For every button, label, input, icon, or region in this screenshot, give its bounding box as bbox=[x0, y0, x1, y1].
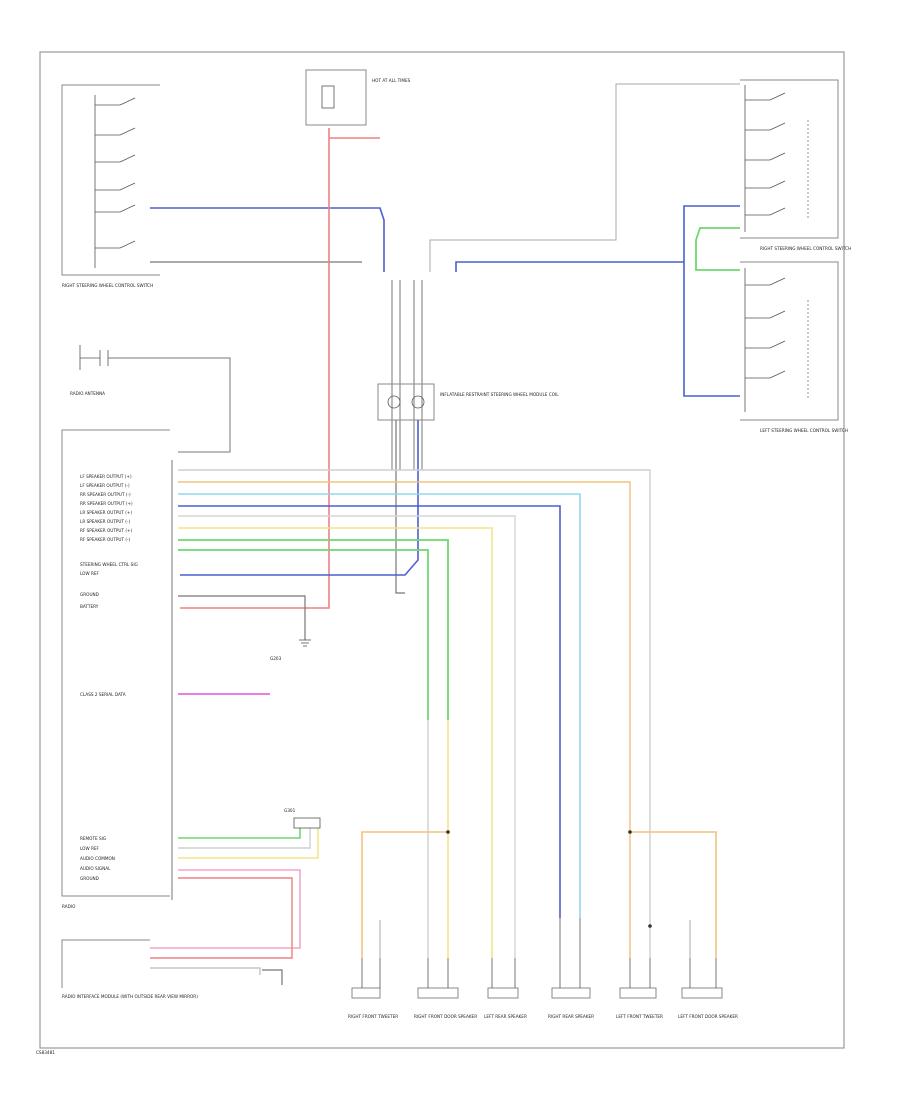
steering-switch-lower-right: LEFT STEERING WHEEL CONTROL SWITCH bbox=[740, 261, 848, 433]
svg-text:RIGHT REAR SPEAKER: RIGHT REAR SPEAKER bbox=[548, 1014, 594, 1019]
wire-green-lower bbox=[178, 828, 301, 839]
clockspring-label: INFLATABLE RESTRAINT STEERING WHEEL MODU… bbox=[440, 392, 559, 397]
speaker-lf-door: LEFT FRONT DOOR SPEAKER bbox=[678, 987, 738, 1019]
wire-red-battery bbox=[180, 128, 330, 609]
wire-ground-black bbox=[178, 595, 306, 640]
svg-text:GROUND: GROUND bbox=[80, 876, 99, 881]
wire-gray-lr-plus bbox=[178, 515, 516, 958]
speaker-rr: RIGHT REAR SPEAKER bbox=[548, 987, 594, 1019]
steering-switch-top-right: RIGHT STEERING WHEEL CONTROL SWITCH bbox=[740, 79, 851, 251]
wire-blue-rr-plus bbox=[178, 505, 561, 918]
speaker-rf-tweeter: RIGHT FRONT TWEETER bbox=[348, 987, 398, 1019]
fuse-block: HOT AT ALL TIMES bbox=[305, 69, 411, 126]
wire-red-lower bbox=[150, 877, 293, 959]
steering-switch-top-right-label: RIGHT STEERING WHEEL CONTROL SWITCH bbox=[760, 246, 851, 251]
svg-text:STEERING WHEEL CTRL SIG: STEERING WHEEL CTRL SIG bbox=[80, 562, 138, 567]
svg-text:REMOTE SIG: REMOTE SIG bbox=[80, 836, 106, 841]
svg-text:LOW REF: LOW REF bbox=[80, 846, 100, 851]
svg-text:RADIO INTERFACE MODULE (WITH O: RADIO INTERFACE MODULE (WITH OUTSIDE REA… bbox=[62, 994, 198, 999]
svg-text:BATTERY: BATTERY bbox=[80, 604, 99, 609]
svg-text:LF SPEAKER OUTPUT (-): LF SPEAKER OUTPUT (-) bbox=[80, 483, 130, 488]
wire-yellow-lr-minus bbox=[178, 527, 493, 958]
wire-black-clock bbox=[395, 420, 405, 594]
wire-black-interface bbox=[262, 969, 283, 985]
svg-text:G301: G301 bbox=[284, 808, 296, 813]
wire-blue-right bbox=[683, 205, 740, 397]
wire-gray-interface bbox=[150, 967, 261, 975]
wire-orange-rf-tweeter bbox=[361, 831, 448, 958]
wire-tan-lf-minus bbox=[178, 481, 631, 958]
wire-green-right bbox=[695, 227, 740, 271]
svg-text:G203: G203 bbox=[270, 656, 282, 661]
svg-text:AUDIO COMMON: AUDIO COMMON bbox=[80, 856, 115, 861]
wire-green-rf-plus bbox=[178, 539, 449, 720]
svg-text:RR SPEAKER OUTPUT (+): RR SPEAKER OUTPUT (+) bbox=[80, 501, 133, 506]
steering-switch-top-left: RIGHT STEERING WHEEL CONTROL SWITCH bbox=[61, 84, 160, 288]
speaker-rf-door: RIGHT FRONT DOOR SPEAKER bbox=[414, 987, 477, 1019]
antenna-label: RADIO ANTENNA bbox=[70, 391, 105, 396]
wire-lightblue-rr bbox=[178, 493, 581, 918]
svg-text:RF SPEAKER OUTPUT (+): RF SPEAKER OUTPUT (+) bbox=[80, 528, 133, 533]
svg-text:LF SPEAKER OUTPUT (+): LF SPEAKER OUTPUT (+) bbox=[80, 474, 132, 479]
svg-text:HOT AT ALL TIMES: HOT AT ALL TIMES bbox=[372, 78, 411, 83]
speaker-lr: LEFT REAR SPEAKER bbox=[484, 987, 527, 1019]
wire-green-rf-minus bbox=[178, 549, 429, 720]
wire-blue-right-mid bbox=[455, 261, 684, 272]
svg-text:RF SPEAKER OUTPUT (-): RF SPEAKER OUTPUT (-) bbox=[80, 537, 131, 542]
steering-switch-lower-right-label: LEFT STEERING WHEEL CONTROL SWITCH bbox=[760, 428, 848, 433]
wire-yellow-lower bbox=[178, 828, 319, 859]
wire-pink-lower bbox=[150, 869, 301, 949]
wire-gray-top bbox=[429, 83, 740, 272]
radio-label: RADIO bbox=[62, 904, 76, 909]
svg-text:LOW REF: LOW REF bbox=[80, 571, 100, 576]
radio-interface-module: RADIO INTERFACE MODULE (WITH OUTSIDE REA… bbox=[61, 939, 198, 999]
splice-dots bbox=[446, 830, 652, 928]
svg-text:LR SPEAKER OUTPUT (+): LR SPEAKER OUTPUT (+) bbox=[80, 510, 132, 515]
wire-gray-lf-plus bbox=[178, 469, 651, 958]
svg-text:CLASS 2 SERIAL DATA: CLASS 2 SERIAL DATA bbox=[80, 692, 126, 697]
wire-gray-lower bbox=[178, 828, 311, 849]
svg-text:LEFT REAR SPEAKER: LEFT REAR SPEAKER bbox=[484, 1014, 527, 1019]
svg-text:RIGHT FRONT TWEETER: RIGHT FRONT TWEETER bbox=[348, 1014, 398, 1019]
svg-text:GROUND: GROUND bbox=[80, 592, 99, 597]
svg-text:LEFT FRONT TWEETER: LEFT FRONT TWEETER bbox=[616, 1014, 663, 1019]
diagram-frame bbox=[39, 51, 845, 1049]
svg-text:RIGHT FRONT DOOR SPEAKER: RIGHT FRONT DOOR SPEAKER bbox=[414, 1014, 477, 1019]
radio-connector: RADIO bbox=[61, 429, 173, 909]
antenna: RADIO ANTENNA bbox=[70, 345, 109, 396]
steering-switch-top-left-label: RIGHT STEERING WHEEL CONTROL SWITCH bbox=[62, 283, 153, 288]
radio-pin-labels: LF SPEAKER OUTPUT (+) LF SPEAKER OUTPUT … bbox=[80, 474, 138, 697]
svg-text:RR SPEAKER OUTPUT (-): RR SPEAKER OUTPUT (-) bbox=[80, 492, 131, 497]
speaker-stubs bbox=[361, 918, 717, 988]
svg-text:LR SPEAKER OUTPUT (-): LR SPEAKER OUTPUT (-) bbox=[80, 519, 130, 524]
diagram-code: CS83481 bbox=[36, 1050, 55, 1055]
wire-blue-switch-left bbox=[150, 207, 385, 272]
svg-text:LEFT FRONT DOOR SPEAKER: LEFT FRONT DOOR SPEAKER bbox=[678, 1014, 738, 1019]
wire-orange-lf-tweeter bbox=[630, 831, 717, 958]
wire-antenna bbox=[108, 357, 231, 453]
wire-blue-clock bbox=[180, 420, 419, 576]
svg-text:AUDIO SIGNAL: AUDIO SIGNAL bbox=[80, 866, 111, 871]
clockspring: INFLATABLE RESTRAINT STEERING WHEEL MODU… bbox=[377, 280, 559, 470]
lower-pin-labels: REMOTE SIG LOW REF AUDIO COMMON AUDIO SI… bbox=[80, 836, 115, 881]
speaker-lf-tweeter: LEFT FRONT TWEETER bbox=[616, 987, 663, 1019]
ground-symbol-lower: G301 bbox=[284, 808, 321, 829]
ground-symbol-upper: G203 bbox=[270, 639, 311, 661]
